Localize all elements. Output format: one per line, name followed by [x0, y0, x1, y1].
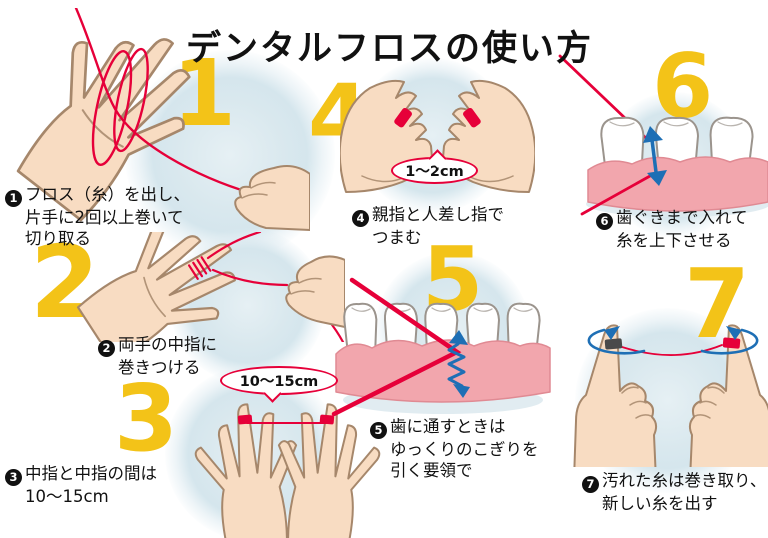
- pinch-gap-callout: 1〜2cm: [391, 149, 478, 184]
- step-4-caption-line-2: つまむ: [372, 227, 422, 247]
- illustration-step-7: [573, 324, 768, 467]
- illustration-step-1: [16, 8, 310, 231]
- floss-strand-thick: [331, 277, 462, 417]
- step-3-caption-line-2: 10〜15cm: [25, 486, 109, 506]
- gums: [587, 156, 768, 212]
- floss-loops: [91, 47, 149, 167]
- step-4-badge: 4: [352, 209, 369, 227]
- finger-gap-label: 10〜15cm: [239, 374, 319, 390]
- step-1-caption-line-2: 片手に2回以上巻いて: [25, 207, 184, 227]
- step-6-caption-line-1: 歯ぐきまで入れて: [616, 208, 748, 227]
- up-down-arrow-icon: [643, 126, 667, 186]
- floss-wrap: [463, 107, 481, 128]
- right-hand: [688, 324, 768, 467]
- open-hand: [76, 232, 236, 342]
- step-2-caption-line-1: 両手の中指に: [118, 335, 217, 354]
- step-1-badge: 1: [5, 189, 22, 207]
- floss-wrap-right: [319, 414, 335, 425]
- gums: [335, 339, 551, 403]
- floss-strand-lower: [580, 174, 652, 216]
- finger-gap-callout: 10〜15cm: [220, 366, 338, 403]
- step-2-caption-line-2: 巻きつける: [118, 357, 201, 377]
- step-1-caption-line-1: フロス（糸）を出し、: [25, 185, 190, 204]
- step-6-caption-line-2: 糸を上下させる: [616, 230, 732, 250]
- dirty-floss-wrap: [604, 338, 623, 350]
- step-4-caption-line-1: 親指と人差し指で: [372, 205, 504, 224]
- step-5-caption-line-2: ゆっくりのこぎりを: [390, 439, 539, 459]
- step-7-caption-line-2: 新しい糸を出す: [602, 493, 718, 513]
- right-hand: [277, 403, 381, 538]
- step-5-badge: 5: [370, 421, 387, 439]
- step-7-caption-line-1: 汚れた糸は巻き取り、: [602, 471, 767, 490]
- new-floss-wrap: [722, 337, 741, 349]
- pinch-gap-label: 1〜2cm: [405, 164, 464, 180]
- step-2-badge: 2: [98, 339, 115, 357]
- step-3-badge: 3: [5, 468, 22, 486]
- rotate-arrow-icon-left: [587, 326, 646, 355]
- open-hand: [16, 38, 191, 222]
- step-7-badge: 7: [582, 475, 599, 493]
- floss-wrap: [394, 107, 412, 128]
- step-6-badge: 6: [596, 212, 613, 230]
- illustration-step-5: [331, 277, 551, 417]
- left-hand: [194, 403, 298, 538]
- step-1-caption-line-3: 切り取る: [25, 229, 91, 249]
- left-hand: [573, 324, 658, 467]
- floss-wrap-left: [237, 414, 253, 425]
- floss-strand: [621, 344, 723, 356]
- page-title: デンタルフロスの使い方: [186, 29, 594, 69]
- zigzag-arrow-icon: [447, 330, 470, 398]
- rotate-arrow-icon-right: [700, 326, 759, 355]
- illustration-step-2: [76, 232, 345, 342]
- pulling-hand: [234, 165, 310, 231]
- pulling-hand: [285, 255, 345, 328]
- floss-strand: [74, 8, 266, 222]
- step-5-caption-line-1: 歯に通すときは: [390, 417, 506, 436]
- step-3-number: 3: [114, 365, 179, 472]
- step-3-caption-line-1: 中指と中指の間は: [25, 464, 157, 483]
- step-5-caption-line-3: 引く要領で: [390, 461, 473, 481]
- floss-coil: [187, 256, 212, 280]
- illustration-step-6: [558, 54, 768, 217]
- step-6-number: 6: [652, 35, 714, 138]
- illustration-step-3: [194, 403, 381, 538]
